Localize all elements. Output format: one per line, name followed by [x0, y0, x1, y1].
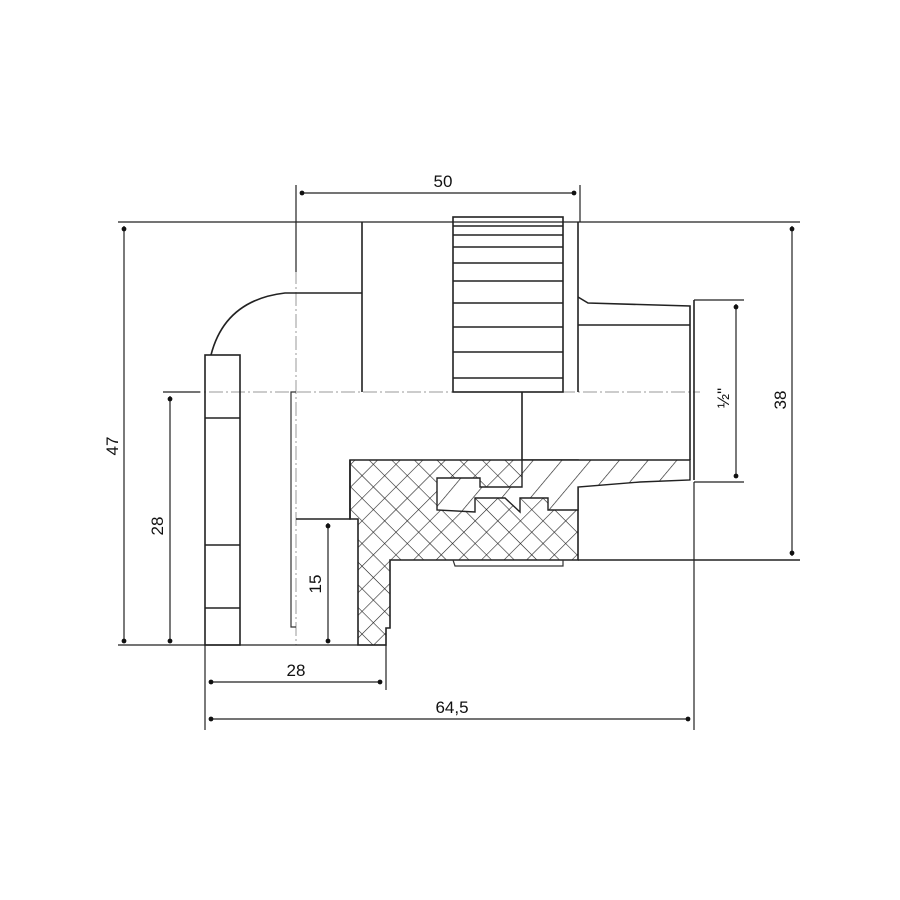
center-lines: [165, 270, 700, 645]
dim-label-overall-height: 47: [103, 437, 122, 456]
dimension-labels: 50 47 28 15 ½" 38 28 64,5: [103, 172, 790, 717]
elbow-body: [204, 292, 362, 646]
union-nut: [361, 216, 579, 393]
dim-label-overall-length: 64,5: [435, 698, 468, 717]
dim-label-top-width: 50: [434, 172, 453, 191]
dim-label-thread-size: ½": [714, 388, 733, 408]
dimension-lines: [118, 185, 800, 730]
dim-label-inner-socket-depth: 15: [306, 575, 325, 594]
dim-label-bottom-socket-width: 28: [287, 661, 306, 680]
dim-label-left-socket-height: 28: [148, 517, 167, 536]
section-view: [349, 459, 800, 646]
dim-label-right-height: 38: [771, 391, 790, 410]
male-thread-end: [521, 296, 695, 480]
dimension-arrowheads: [121, 190, 795, 722]
